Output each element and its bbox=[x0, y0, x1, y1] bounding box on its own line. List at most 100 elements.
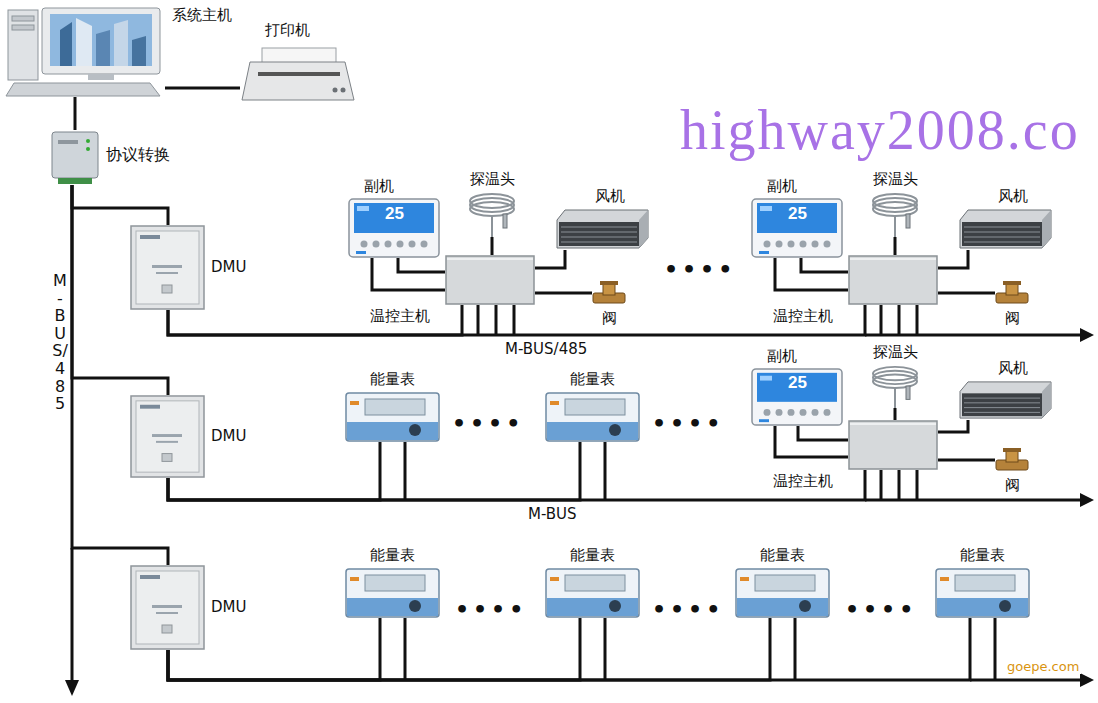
dmu-icon bbox=[131, 566, 204, 649]
node-label: 能量表 bbox=[760, 546, 805, 564]
temperature-probe: 探温头 bbox=[465, 192, 520, 237]
node-label: 温控主机 bbox=[370, 307, 430, 325]
node-label: 打印机 bbox=[265, 21, 310, 39]
dmu-icon bbox=[131, 396, 204, 477]
connector bbox=[72, 185, 168, 395]
valve-icon bbox=[996, 281, 1028, 303]
controller-box: 温控主机 bbox=[848, 255, 938, 305]
connector bbox=[168, 618, 770, 680]
energy-meter: 能量表 bbox=[345, 568, 440, 618]
energy-meter: 能量表 bbox=[545, 568, 640, 618]
node-label: 副机 bbox=[364, 177, 394, 195]
controller-box: 温控主机 bbox=[848, 420, 938, 470]
ellipsis-dots: •••• bbox=[455, 598, 527, 622]
node-label: 探温头 bbox=[873, 343, 918, 361]
energy-meter: 能量表 bbox=[735, 568, 830, 618]
connector bbox=[535, 250, 565, 268]
connector bbox=[168, 470, 865, 500]
node-label: 温控主机 bbox=[773, 307, 833, 325]
controller-box bbox=[849, 256, 937, 304]
controller-box bbox=[446, 256, 534, 304]
node-label: 阀 bbox=[1005, 476, 1020, 494]
valve-icon bbox=[996, 448, 1028, 470]
valve: 阀 bbox=[592, 280, 626, 306]
bus-name: M-BUS bbox=[528, 506, 577, 523]
probe-icon bbox=[873, 194, 917, 237]
node-label: 阀 bbox=[602, 309, 617, 327]
connector bbox=[938, 292, 995, 295]
fan-coil: 风机 bbox=[958, 380, 1053, 420]
node-label: 探温头 bbox=[873, 170, 918, 188]
node-label: 系统主机 bbox=[172, 6, 232, 24]
temperature-probe: 探温头 bbox=[868, 192, 923, 237]
energy-meter: 能量表 bbox=[345, 392, 440, 442]
controller-box bbox=[849, 421, 937, 469]
meter-icon bbox=[736, 569, 829, 617]
protocol-converter: 协议转换 bbox=[50, 130, 100, 185]
node-label: 副机 bbox=[767, 347, 797, 365]
device-icons bbox=[131, 194, 1051, 649]
fan-coil: 风机 bbox=[555, 208, 650, 250]
watermark: goepe.com bbox=[1005, 660, 1081, 674]
node-label: DMU bbox=[211, 598, 246, 616]
connector bbox=[72, 185, 168, 225]
controller-box: 温控主机 bbox=[445, 255, 535, 305]
connector bbox=[894, 237, 897, 255]
connector bbox=[74, 97, 77, 130]
energy-meter: 能量表 bbox=[545, 392, 640, 442]
fan-coil: 风机 bbox=[958, 208, 1053, 250]
node-label: 能量表 bbox=[570, 546, 615, 564]
connector bbox=[938, 459, 995, 462]
probe-icon bbox=[873, 367, 917, 408]
protocol-converter-illustration bbox=[52, 132, 98, 184]
bus-wires bbox=[72, 258, 1082, 682]
connector bbox=[168, 442, 580, 500]
meter-icon bbox=[346, 569, 439, 617]
dmu: DMU bbox=[130, 225, 205, 310]
computer-illustration bbox=[6, 8, 160, 96]
printer-illustration bbox=[242, 48, 354, 100]
meter-icon bbox=[346, 393, 439, 441]
node-label: 能量表 bbox=[370, 370, 415, 388]
valve: 阀 bbox=[995, 447, 1029, 473]
thermostat-icon bbox=[752, 199, 842, 257]
thermostat-icon bbox=[349, 199, 439, 257]
valve-icon bbox=[593, 281, 625, 303]
thermostat-icon bbox=[752, 369, 842, 425]
connector bbox=[775, 258, 848, 290]
display-reading: 25 bbox=[385, 205, 404, 224]
node-label: 能量表 bbox=[570, 370, 615, 388]
ellipsis-dots: •••• bbox=[664, 258, 736, 282]
bus-arrowheads bbox=[65, 328, 1094, 696]
dmu-icon bbox=[131, 226, 204, 309]
connector bbox=[372, 258, 445, 290]
valve: 阀 bbox=[995, 280, 1029, 306]
node-label: 副机 bbox=[767, 177, 797, 195]
connector bbox=[168, 618, 380, 680]
connector bbox=[168, 305, 865, 335]
energy-meter: 能量表 bbox=[935, 568, 1030, 618]
node-label: DMU bbox=[211, 427, 246, 445]
temperature-probe: 探温头 bbox=[868, 365, 923, 408]
meter-icon bbox=[546, 393, 639, 441]
node-label: 风机 bbox=[998, 359, 1028, 377]
connector bbox=[72, 185, 168, 565]
ellipsis-dots: •••• bbox=[452, 412, 524, 436]
node-label: 阀 bbox=[1005, 309, 1020, 327]
connector bbox=[938, 250, 968, 268]
connector bbox=[775, 426, 848, 457]
node-label: DMU bbox=[211, 258, 246, 276]
meter-icon bbox=[546, 569, 639, 617]
computer-host: 系统主机 bbox=[5, 5, 165, 97]
ellipsis-dots: •••• bbox=[652, 412, 724, 436]
node-label: 能量表 bbox=[960, 546, 1005, 564]
connector bbox=[938, 420, 968, 432]
bus-name: M-BUS/485 bbox=[505, 341, 587, 358]
node-label: 风机 bbox=[998, 187, 1028, 205]
node-label: 探温头 bbox=[470, 170, 515, 188]
fan-icon bbox=[557, 210, 648, 248]
connector bbox=[168, 305, 462, 335]
connector bbox=[168, 442, 380, 500]
node-label: 风机 bbox=[595, 187, 625, 205]
